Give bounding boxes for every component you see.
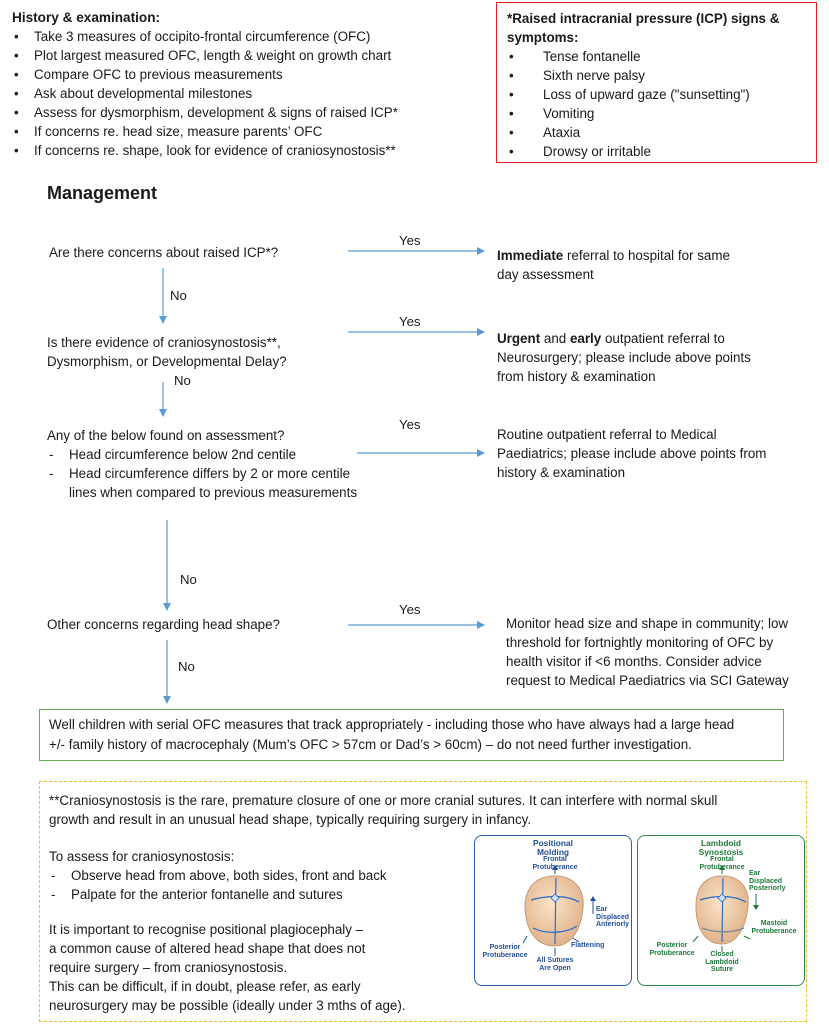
- answer-monitor-community: Monitor head size and shape in community…: [506, 616, 789, 688]
- icp-item: Drowsy or irritable: [507, 142, 806, 161]
- history-list: Take 3 measures of occipito-frontal circ…: [12, 27, 398, 160]
- history-item: Take 3 measures of occipito-frontal circ…: [12, 27, 398, 46]
- q3-yes-label: Yes: [399, 417, 421, 432]
- assess-item: Observe head from above, both sides, fro…: [49, 866, 387, 885]
- question-assessment: Any of the below found on assessment? He…: [47, 426, 357, 502]
- q2-no-label: No: [174, 373, 191, 388]
- history-title: History & examination:: [12, 10, 161, 25]
- history-item: Ask about developmental milestones: [12, 84, 398, 103]
- question-craniosynostosis: Is there evidence of craniosynostosis**,…: [47, 335, 287, 369]
- q2-yes-label: Yes: [399, 314, 421, 329]
- q4-yes-label: Yes: [399, 602, 421, 617]
- history-item: If concerns re. shape, look for evidence…: [12, 141, 398, 160]
- assessment-item: Head circumference below 2nd centile: [47, 445, 357, 464]
- q1-no-label: No: [170, 288, 187, 303]
- icp-list: Tense fontanelle Sixth nerve palsy Loss …: [507, 47, 806, 161]
- positional-title-line1: Positional: [532, 838, 574, 848]
- lambdoid-title-line2: Synostosis: [698, 847, 744, 857]
- history-section: History & examination: Take 3 measures o…: [12, 8, 398, 160]
- icp-item: Tense fontanelle: [507, 47, 806, 66]
- history-item: If concerns re. head size, measure paren…: [12, 122, 398, 141]
- well-children-line1: Well children with serial OFC measures t…: [49, 717, 735, 732]
- answer-routine-referral: Routine outpatient referral to Medical P…: [497, 427, 767, 480]
- craniosynostosis-assess: To assess for craniosynostosis: Observe …: [49, 847, 387, 904]
- lambdoid-skull-illustration: [692, 865, 759, 952]
- positional-skull-illustration: [522, 865, 596, 956]
- question-raised-icp: Are there concerns about raised ICP*?: [49, 245, 279, 260]
- q1-yes-label: Yes: [399, 233, 421, 248]
- question-head-shape: Other concerns regarding head shape?: [47, 617, 281, 632]
- icp-item: Ataxia: [507, 123, 806, 142]
- history-item: Plot largest measured OFC, length & weig…: [12, 46, 398, 65]
- icp-title-line2: symptoms:: [507, 30, 579, 45]
- craniosynostosis-intro: **Craniosynostosis is the rare, prematur…: [49, 793, 718, 827]
- q4-no-label: No: [178, 659, 195, 674]
- positional-flattening-label: Flattening: [571, 942, 605, 949]
- plagiocephaly-note: It is important to recognise positional …: [49, 922, 406, 1013]
- icp-item: Loss of upward gaze ("sunsetting"): [507, 85, 806, 104]
- craniosynostosis-box: [39, 781, 807, 1022]
- management-title: Management: [47, 183, 158, 203]
- q3-no-label: No: [180, 572, 197, 587]
- answer-immediate-referral: Immediate referral to hospital for same …: [497, 248, 730, 282]
- icp-signs-box: *Raised intracranial pressure (ICP) sign…: [496, 2, 817, 163]
- history-item: Compare OFC to previous measurements: [12, 65, 398, 84]
- assess-item: Palpate for the anterior fontanelle and …: [49, 885, 387, 904]
- well-children-box: Well children with serial OFC measures t…: [39, 709, 784, 761]
- icp-title-line1: *Raised intracranial pressure (ICP) sign…: [507, 11, 780, 26]
- answer-urgent-referral: Urgent and early outpatient referral to …: [497, 331, 751, 384]
- assessment-item: Head circumference differs by 2 or more …: [47, 464, 357, 483]
- lambdoid-title-line1: Lambdoid: [700, 838, 741, 848]
- positional-title-line2: Molding: [536, 847, 570, 857]
- well-children-line2: +/- family history of macrocephaly (Mum’…: [49, 737, 692, 752]
- icp-item: Vomiting: [507, 104, 806, 123]
- answer-immediate-bold: Immediate: [497, 248, 564, 263]
- history-item: Assess for dysmorphism, development & si…: [12, 103, 398, 122]
- icp-item: Sixth nerve palsy: [507, 66, 806, 85]
